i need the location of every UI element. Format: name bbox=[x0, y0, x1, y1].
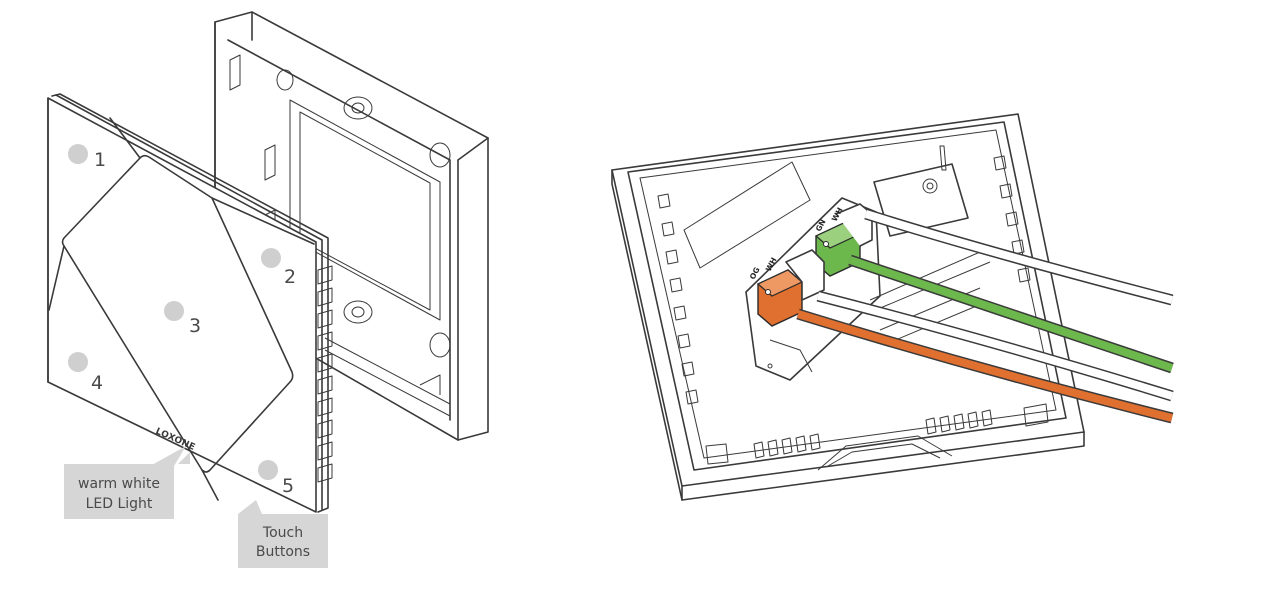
housing-ribs bbox=[657, 155, 1031, 459]
button-dot-5 bbox=[258, 460, 278, 480]
button-indicators bbox=[68, 144, 281, 480]
button-dot-3 bbox=[164, 301, 184, 321]
button-number-1: 1 bbox=[94, 149, 106, 171]
callout-led-line2: LED Light bbox=[86, 496, 153, 512]
cables bbox=[796, 208, 1174, 424]
button-dot-4 bbox=[68, 352, 88, 372]
button-number-5: 5 bbox=[282, 475, 294, 497]
button-dot-1 bbox=[68, 144, 88, 164]
callout-touch-line1: Touch bbox=[262, 525, 303, 541]
callout-led-light: warm white LED Light bbox=[64, 446, 190, 519]
button-dot-2 bbox=[261, 248, 281, 268]
callout-touch-buttons: Touch Buttons bbox=[238, 500, 328, 568]
exploded-switch-view: 1 2 3 4 5 LOXONE warm white LED Light To… bbox=[47, 11, 489, 568]
button-number-4: 4 bbox=[91, 372, 103, 394]
back-wiring-view: OG WH GN WH bbox=[611, 113, 1174, 501]
button-number-2: 2 bbox=[284, 266, 296, 288]
callout-led-line1: warm white bbox=[78, 476, 160, 492]
button-numbers: 1 2 3 4 5 bbox=[91, 149, 296, 497]
button-number-3: 3 bbox=[189, 315, 201, 337]
callout-touch-line2: Buttons bbox=[256, 544, 310, 560]
